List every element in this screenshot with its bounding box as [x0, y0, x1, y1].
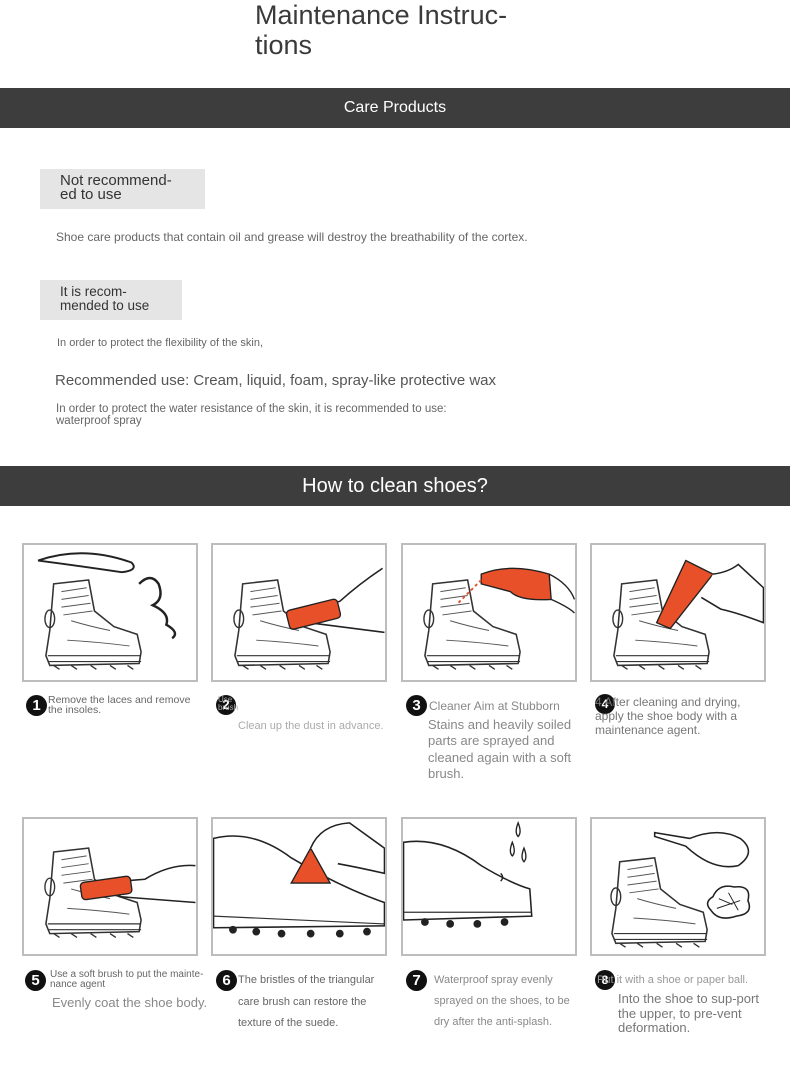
care-products-header: Care Products	[0, 88, 790, 128]
page-title-line2: tions	[255, 30, 313, 60]
not-recommended-line1: Not recommend-	[60, 172, 172, 189]
step-5-text: Use a soft brush to put the mainte-nance…	[50, 969, 204, 990]
step-3-badge: 3	[406, 695, 427, 716]
flexibility-note: In order to protect the flexibility of t…	[57, 337, 264, 349]
step-4-text: 4 After cleaning and drying, apply the s…	[595, 695, 741, 737]
step-8-illustration	[590, 817, 766, 956]
step-2-illustration	[211, 543, 387, 682]
step-8-badge: 8	[595, 970, 615, 990]
step-6-illustration	[211, 817, 387, 956]
step-7-text: Waterproof spray evenly sprayed on the s…	[434, 974, 570, 1029]
step-8-text: Put it with a shoe or paper ball.	[597, 974, 749, 986]
step-4-badge: 4	[595, 694, 615, 714]
step-3-text: Cleaner Aim at Stubborn	[429, 699, 560, 713]
water-resistance-note: In order to protect the water resistance…	[56, 403, 447, 427]
step-7-badge: 7	[406, 970, 427, 991]
step-2-text: Use brush	[218, 695, 239, 712]
step-7-illustration	[401, 817, 577, 956]
how-to-clean-header: How to clean shoes?	[0, 466, 790, 506]
oil-warning-text: Shoe care products that contain oil and …	[56, 230, 528, 244]
page-title: Maintenance Instruc- tions	[255, 0, 555, 60]
recommended-line2: mended to use	[60, 298, 150, 313]
recommended-tag: It is recom- mended to use	[40, 280, 182, 320]
step-6-text: The bristles of the triangular care brus…	[238, 974, 375, 1029]
step-3-subtext: Stains and heavily soiled parts are spra…	[428, 717, 572, 781]
recommended-use-text: Recommended use: Cream, liquid, foam, sp…	[55, 372, 497, 389]
recommended-line1: It is recom-	[60, 284, 127, 299]
not-recommended-tag: Not recommend- ed to use	[40, 169, 205, 209]
step-2-subtext: Clean up the dust in advance.	[238, 720, 384, 732]
step-5-subtext: Evenly coat the shoe body.	[52, 995, 208, 1010]
step-4-illustration	[590, 543, 766, 682]
step-6-badge: 6	[216, 970, 237, 991]
step-5-illustration	[22, 817, 198, 956]
step-3-illustration	[401, 543, 577, 682]
step-2-badge: 2	[216, 695, 236, 715]
page-title-line1: Maintenance Instruc-	[255, 0, 508, 30]
not-recommended-line2: ed to use	[60, 186, 122, 203]
step-1-text: Remove the laces and remove the insoles.	[48, 694, 191, 716]
step-1-badge: 1	[26, 695, 47, 716]
step-8-subtext: Into the shoe to sup-port the upper, to …	[618, 991, 759, 1035]
step-5-badge: 5	[25, 970, 46, 991]
step-1-illustration	[22, 543, 198, 682]
